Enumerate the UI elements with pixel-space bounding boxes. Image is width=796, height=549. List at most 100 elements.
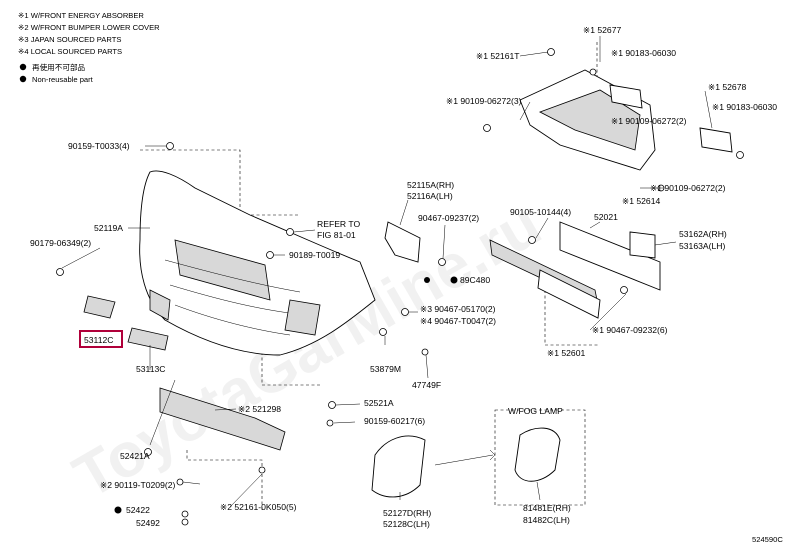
fog-arrow-icon (434, 449, 496, 466)
label-90183-06030-a[interactable]: ※1 90183-06030 (611, 48, 676, 58)
diagram-code: 524590C (752, 535, 783, 544)
label-52116a[interactable]: 52116A(LH) (407, 191, 453, 201)
label-90183-06030-b[interactable]: ※1 90183-06030 (712, 102, 777, 112)
clip-90159-t0033-icon (166, 142, 174, 150)
label-90467-09232[interactable]: ※1 90467-09232(6) (592, 325, 668, 335)
label-53113c[interactable]: 53113C (136, 364, 165, 374)
label-53112c[interactable]: 53112C (84, 335, 113, 345)
label-w-fog-lamp: W/FOG LAMP (508, 406, 563, 416)
label-52421a[interactable]: 52421A (120, 451, 150, 461)
label-52021[interactable]: 52021 (594, 212, 618, 222)
label-52521a[interactable]: 52521A (364, 398, 394, 408)
label-89c480[interactable]: 89C480 (460, 275, 490, 285)
group-outline-bumper (140, 149, 241, 261)
label-90109-06272-2a[interactable]: ※1 90109-06272(2) (611, 116, 687, 126)
label-90179-06349[interactable]: 90179-06349(2) (30, 238, 91, 248)
label-52115a[interactable]: 52115A(RH) (407, 180, 454, 190)
highlight-box-53112c (79, 330, 123, 348)
legend: ※1 W/FRONT ENERGY ABSORBER ※2 W/FRONT BU… (18, 11, 160, 84)
label-52119a[interactable]: 52119A (94, 223, 123, 233)
label-90467-09237[interactable]: 90467-09237(2) (418, 213, 479, 223)
label-90159-60217[interactable]: 90159-60217(6) (364, 416, 425, 426)
bracket-52115a-illustration (384, 221, 421, 263)
clip-90183-icon (589, 68, 597, 76)
label-52492[interactable]: 52492 (136, 518, 160, 528)
label-90109-06272-3[interactable]: ※1 90109-06272(3) (446, 96, 522, 106)
fog-cover-81481e-illustration (514, 427, 561, 482)
label-90119-t0209[interactable]: ※2 90119-T0209(2) (100, 480, 175, 490)
legend-note-4: ※4 LOCAL SOURCED PARTS (18, 47, 122, 56)
label-53162a[interactable]: 53162A(RH) (679, 229, 727, 239)
bolt-52161-0k050-icon (258, 466, 266, 474)
clip-90467-05170-icon (401, 308, 409, 316)
seal-53113c-illustration (127, 327, 169, 351)
label-81481e[interactable]: 81481E(RH) (523, 503, 571, 513)
legend-non-reusable: Non-reusable part (32, 75, 94, 84)
watermark-text: ToyotaGarMine.ru (63, 189, 553, 512)
label-90159-t0033[interactable]: 90159-T0033(4) (68, 141, 130, 151)
leader-lines (61, 36, 713, 508)
label-90183-06030-a-text: ※1 90183-06030 (611, 48, 676, 58)
label-52422[interactable]: 52422 (126, 505, 150, 515)
label-90105-10144[interactable]: 90105-10144(4) (510, 207, 571, 217)
label-refer-to[interactable]: REFER TO (317, 219, 360, 229)
label-90189-t0019[interactable]: 90189-T0019 (289, 250, 340, 260)
label-90467-05170[interactable]: ※3 90467-05170(2) (420, 304, 496, 314)
fog-lamp-group-outline (494, 409, 586, 506)
lower-cover-illustration (159, 387, 286, 451)
clip-52492-icon (181, 518, 189, 526)
label-90467-t0047[interactable]: ※4 90467-T0047(2) (420, 316, 496, 326)
clip-90467-09237-icon (438, 258, 446, 266)
mudguard-52127d-illustration (371, 435, 426, 498)
bolt-47749f-icon (421, 348, 429, 356)
clip-90189-t0019-icon (266, 251, 274, 259)
legend-note-2: ※2 W/FRONT BUMPER LOWER COVER (18, 23, 160, 32)
non-reusable-52422-icon (114, 506, 122, 514)
label-53163a[interactable]: 53163A(LH) (679, 241, 725, 251)
legend-note-1: ※1 W/FRONT ENERGY ABSORBER (18, 11, 144, 20)
bumper-reinforcement-illustration (489, 221, 661, 319)
group-outline-reinforcement (544, 290, 600, 346)
clip-90179-06349-icon (56, 268, 64, 276)
non-reusable-89c480-icon (450, 276, 458, 284)
label-52678[interactable]: ※1 52678 (708, 82, 746, 92)
label-52128c[interactable]: 52128C(LH) (383, 519, 430, 529)
clip-90119-t0209-icon (176, 478, 184, 486)
clip-53879m-icon (379, 328, 387, 336)
group-outline-lower (186, 450, 263, 510)
clip-52422-icon (181, 510, 189, 518)
label-47749f[interactable]: 47749F (412, 380, 441, 390)
label-90109-06272-2b[interactable]: ※1 90109-06272(2) (650, 183, 726, 193)
bolt-90467-09232-icon (620, 286, 628, 294)
bumper-cover-illustration (139, 170, 376, 356)
clip-90159-60217-icon (326, 419, 334, 427)
non-reusable-dot-icon-2 (19, 75, 27, 83)
seal-53112c-illustration (83, 295, 116, 319)
label-52614[interactable]: ※1 52614 (622, 196, 660, 206)
fastener-icons (56, 48, 744, 526)
label-52601[interactable]: ※1 52601 (547, 348, 585, 358)
label-53879m[interactable]: 53879M (370, 364, 401, 374)
label-refer-fig[interactable]: FIG 81-01 (317, 230, 356, 240)
part-labels: ※1 52161T ※1 52677 ※1 90183-06030 ※1 526… (30, 25, 777, 529)
label-81482c[interactable]: 81482C(LH) (523, 515, 570, 525)
clip-refer-icon (286, 228, 294, 236)
clip-52421a-icon (144, 448, 152, 456)
bolt-90109-3-icon (483, 124, 491, 132)
bracket-53162a-illustration (629, 231, 656, 259)
bolt-89c480-icon (424, 277, 430, 283)
clip-52521a-icon (328, 401, 336, 409)
label-52161t[interactable]: ※1 52161T (476, 51, 520, 61)
label-52677[interactable]: ※1 52677 (583, 25, 621, 35)
clip-90183-rr-icon (736, 151, 744, 159)
legend-reusable-jp: 再使用不可部品 (32, 62, 86, 72)
energy-absorber-illustration (519, 69, 733, 171)
label-52127d[interactable]: 52127D(RH) (383, 508, 431, 518)
bolt-52161t-icon (547, 48, 555, 56)
label-52161-0k050[interactable]: ※2 52161-0K050(5) (220, 502, 297, 512)
non-reusable-dot-icon (19, 63, 27, 71)
label-521298[interactable]: ※2 521298 (238, 404, 281, 414)
bolt-90105-10144-icon (528, 236, 536, 244)
